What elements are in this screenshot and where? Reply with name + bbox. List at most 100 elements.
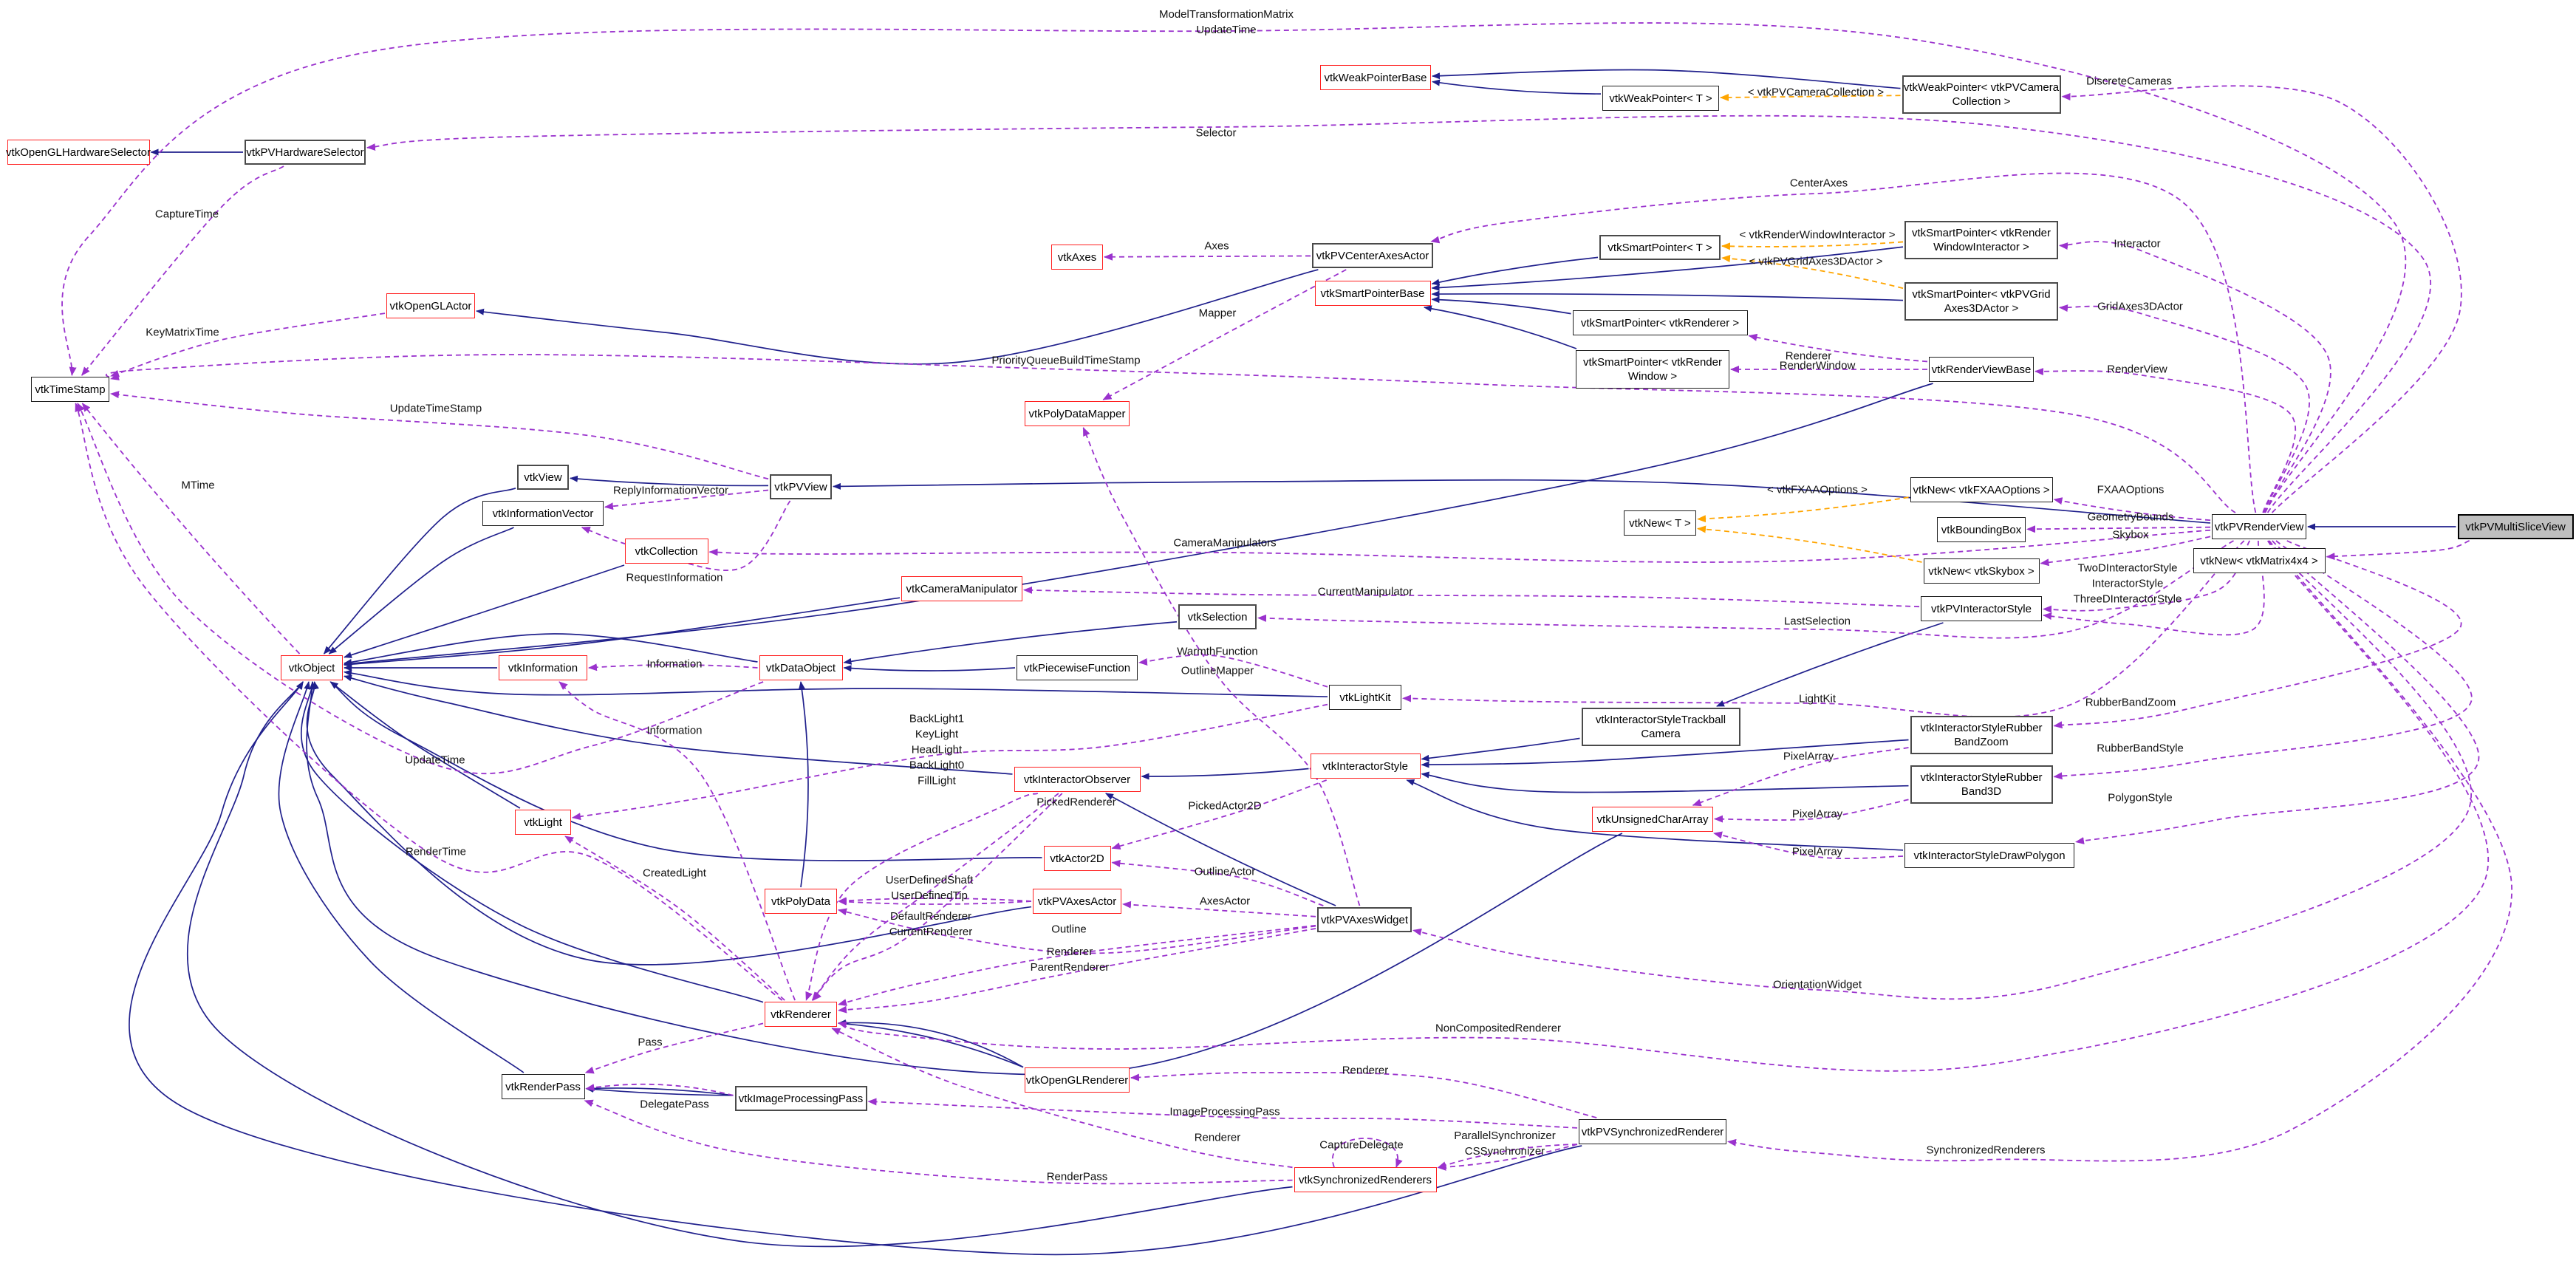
edge-ren-rpass bbox=[584, 1022, 764, 1074]
edge-oglren-ren bbox=[838, 1019, 1024, 1068]
edge-label: DefaultRenderer CurrentRenderer bbox=[889, 910, 973, 938]
node-spbase[interactable]: vtkSmartPointerBase bbox=[1314, 281, 1431, 306]
edge-cammanip-obj bbox=[344, 597, 901, 668]
edge-spT-spbase bbox=[1431, 256, 1599, 286]
node-coll[interactable]: vtkCollection bbox=[624, 539, 708, 564]
node-sel[interactable]: vtkSelection bbox=[1178, 604, 1257, 629]
node-cammanip[interactable]: vtkCameraManipulator bbox=[901, 576, 1022, 601]
node-newMat[interactable]: vtkNew< vtkMatrix4x4 > bbox=[2193, 548, 2326, 573]
edge-label: Renderer bbox=[1785, 349, 1832, 363]
edge-label: TwoDInteractorStyle InteractorStyle Thre… bbox=[2073, 561, 2182, 606]
node-ucarr[interactable]: vtkUnsignedCharArray bbox=[1592, 807, 1713, 832]
node-pvhw[interactable]: vtkPVHardwareSelector bbox=[245, 140, 366, 165]
edge-pvaxeswidget-iobs bbox=[1105, 793, 1336, 906]
node-lightkit[interactable]: vtkLightKit bbox=[1329, 685, 1401, 710]
node-rbz[interactable]: vtkInteractorStyleRubber BandZoom bbox=[1910, 716, 2053, 754]
edge-label: RubberBandStyle bbox=[2097, 742, 2184, 755]
edge-obj-ts bbox=[81, 403, 301, 655]
node-newFXAA[interactable]: vtkNew< vtkFXAAOptions > bbox=[1910, 477, 2053, 502]
node-istyle[interactable]: vtkInteractorStyle bbox=[1310, 753, 1421, 779]
edge-label: AxesActor bbox=[1199, 895, 1251, 908]
node-ipp[interactable]: vtkImageProcessingPass bbox=[734, 1086, 867, 1111]
node-weakPVCam[interactable]: vtkWeakPointer< vtkPVCamera Collection > bbox=[1902, 75, 2061, 114]
node-weakT[interactable]: vtkWeakPointer< T > bbox=[1602, 86, 1719, 111]
edge-spRWI-spbase bbox=[1431, 246, 1904, 291]
edge-pvrv-pvcaa bbox=[1430, 172, 2257, 513]
node-spGrid[interactable]: vtkSmartPointer< vtkPVGrid Axes3DActor > bbox=[1904, 282, 2058, 321]
node-ren[interactable]: vtkRenderer bbox=[765, 1002, 837, 1027]
node-ogla[interactable]: vtkOpenGLActor bbox=[386, 293, 475, 318]
edge-pvrv-rvb bbox=[2035, 368, 2296, 513]
edge-spRW-spbase bbox=[1423, 305, 1577, 349]
node-pvaxesactor[interactable]: vtkPVAxesActor bbox=[1033, 889, 1121, 914]
edge-label: FXAAOptions bbox=[2097, 483, 2165, 496]
edge-label: DelegatePass bbox=[640, 1098, 709, 1111]
node-oglhw[interactable]: vtkOpenGLHardwareSelector bbox=[6, 140, 151, 165]
edge-pvsync-oglren bbox=[1130, 1071, 1597, 1118]
edge-syncren-rpass bbox=[584, 1099, 1293, 1185]
edge-label: PixelArray bbox=[1791, 845, 1843, 858]
node-dobj[interactable]: vtkDataObject bbox=[759, 655, 843, 680]
node-pvaxeswidget[interactable]: vtkPVAxesWidget bbox=[1317, 907, 1412, 932]
edge-pvsync-syncren bbox=[1437, 1144, 1578, 1171]
edge-lightkit-light bbox=[572, 703, 1328, 821]
node-pvsync[interactable]: vtkPVSynchronizedRenderer bbox=[1579, 1119, 1726, 1144]
node-syncren[interactable]: vtkSynchronizedRenderers bbox=[1294, 1167, 1437, 1192]
node-weakbase[interactable]: vtkWeakPointerBase bbox=[1320, 65, 1431, 90]
edge-pwf-dobj bbox=[843, 665, 1016, 672]
node-newT[interactable]: vtkNew< T > bbox=[1624, 510, 1696, 536]
edge-rvb-spRen bbox=[1748, 333, 1928, 363]
edge-label: ReplyInformationVector bbox=[613, 484, 728, 497]
edge-target-newMat bbox=[2326, 540, 2470, 561]
edge-oglren-ren bbox=[838, 1020, 1024, 1068]
node-obj[interactable]: vtkObject bbox=[281, 655, 343, 680]
edge-label: PickedActor2D bbox=[1188, 799, 1262, 813]
node-rb3d[interactable]: vtkInteractorStyleRubber Band3D bbox=[1910, 765, 2053, 804]
node-pdm[interactable]: vtkPolyDataMapper bbox=[1025, 401, 1130, 426]
edge-label: UpdateTimeStamp bbox=[389, 402, 482, 415]
node-light[interactable]: vtkLight bbox=[515, 810, 571, 835]
node-target[interactable]: vtkPVMultiSliceView bbox=[2457, 514, 2574, 539]
node-pvview[interactable]: vtkPVView bbox=[770, 474, 832, 499]
edge-label: SynchronizedRenderers bbox=[1926, 1144, 2046, 1157]
edge-pvrv-weakPVCam bbox=[2061, 85, 2462, 513]
node-pdata[interactable]: vtkPolyData bbox=[765, 889, 837, 914]
node-spRW[interactable]: vtkSmartPointer< vtkRender Window > bbox=[1576, 350, 1729, 389]
node-bbox[interactable]: vtkBoundingBox bbox=[1937, 517, 2026, 542]
edge-label: PriorityQueueBuildTimeStamp bbox=[991, 354, 1141, 367]
edge-pvrv-rbz bbox=[2053, 540, 2462, 729]
edge-label: CenterAxes bbox=[1789, 177, 1848, 190]
node-rvb[interactable]: vtkRenderViewBase bbox=[1929, 357, 2034, 382]
edge-light-obj bbox=[329, 681, 521, 809]
edge-pvaxeswidget-actor2d bbox=[1111, 859, 1324, 906]
node-spRen[interactable]: vtkSmartPointer< vtkRenderer > bbox=[1572, 310, 1748, 335]
node-actor2d[interactable]: vtkActor2D bbox=[1043, 846, 1111, 871]
node-tcam[interactable]: vtkInteractorStyleTrackball Camera bbox=[1581, 708, 1740, 746]
node-spRWI[interactable]: vtkSmartPointer< vtkRender WindowInterac… bbox=[1904, 221, 2058, 259]
edge-pvrv-spRWI bbox=[2059, 241, 2331, 513]
edge-label: RenderPass bbox=[1046, 1170, 1108, 1183]
edge-label: ParallelSynchronizer CSSynchronizer bbox=[1454, 1130, 1556, 1158]
node-drawpoly[interactable]: vtkInteractorStyleDrawPolygon bbox=[1904, 843, 2074, 868]
edge-label: UpdateTime bbox=[405, 753, 465, 767]
node-oglren[interactable]: vtkOpenGLRenderer bbox=[1025, 1067, 1130, 1093]
node-iobs[interactable]: vtkInteractorObserver bbox=[1014, 767, 1141, 792]
node-info[interactable]: vtkInformation bbox=[499, 655, 587, 680]
node-pvcaa[interactable]: vtkPVCenterAxesActor bbox=[1312, 243, 1433, 268]
node-spT[interactable]: vtkSmartPointer< T > bbox=[1599, 235, 1721, 260]
edge-label: Pass bbox=[638, 1036, 663, 1049]
node-pwf[interactable]: vtkPiecewiseFunction bbox=[1017, 655, 1138, 680]
node-rpass[interactable]: vtkRenderPass bbox=[501, 1074, 585, 1099]
node-pvis[interactable]: vtkPVInteractorStyle bbox=[1921, 596, 2042, 621]
node-axes[interactable]: vtkAxes bbox=[1051, 245, 1103, 270]
edge-label: PickedRenderer bbox=[1036, 796, 1116, 809]
edge-pvrv-ts bbox=[105, 354, 2236, 513]
node-newSky[interactable]: vtkNew< vtkSkybox > bbox=[1923, 558, 2040, 584]
node-view[interactable]: vtkView bbox=[517, 465, 569, 490]
node-ts[interactable]: vtkTimeStamp bbox=[31, 377, 109, 402]
node-infovec[interactable]: vtkInformationVector bbox=[482, 501, 604, 526]
edge-pvrv-rb3d bbox=[2053, 540, 2473, 780]
edge-label: PixelArray bbox=[1791, 807, 1843, 821]
node-pvrv[interactable]: vtkPVRenderView bbox=[2212, 514, 2306, 539]
